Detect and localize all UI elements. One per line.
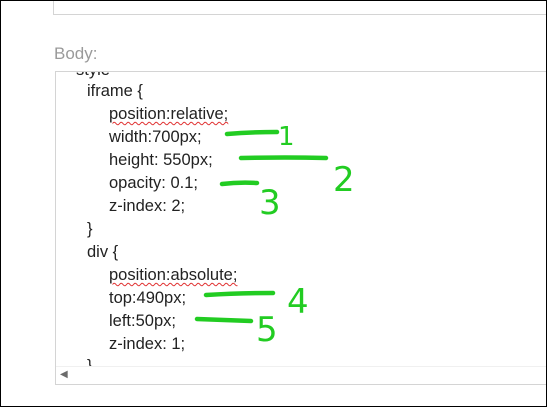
- body-label: Body:: [54, 44, 98, 63]
- code-line-iframe-open: iframe {: [87, 82, 143, 100]
- code-line-div-open: div {: [87, 243, 119, 261]
- code-line-z-index-2: z-index: 2;: [109, 197, 186, 215]
- horizontal-scrollbar[interactable]: ◀: [56, 366, 546, 384]
- body-editor[interactable]: style iframe { position:relative; width:…: [55, 71, 546, 385]
- code-line-left: left:50px;: [109, 312, 176, 330]
- code-line-width: width:700px;: [109, 128, 202, 146]
- code-line-opacity: opacity: 0.1;: [109, 174, 198, 192]
- scroll-left-arrow-icon[interactable]: ◀: [60, 369, 68, 380]
- code-line-position-relative: position:relative;: [109, 105, 229, 123]
- code-line-z-index-1: z-index: 1;: [109, 335, 186, 353]
- code-line-top: top:490px;: [109, 289, 187, 307]
- code-line-iframe-close: }: [87, 220, 93, 238]
- code-line-position-absolute: position:absolute;: [109, 266, 238, 284]
- code-line-height: height: 550px;: [109, 151, 213, 169]
- code-line-style: style: [76, 72, 110, 80]
- previous-field-box[interactable]: [53, 1, 546, 15]
- code-content: style iframe { position:relative; width:…: [56, 72, 546, 384]
